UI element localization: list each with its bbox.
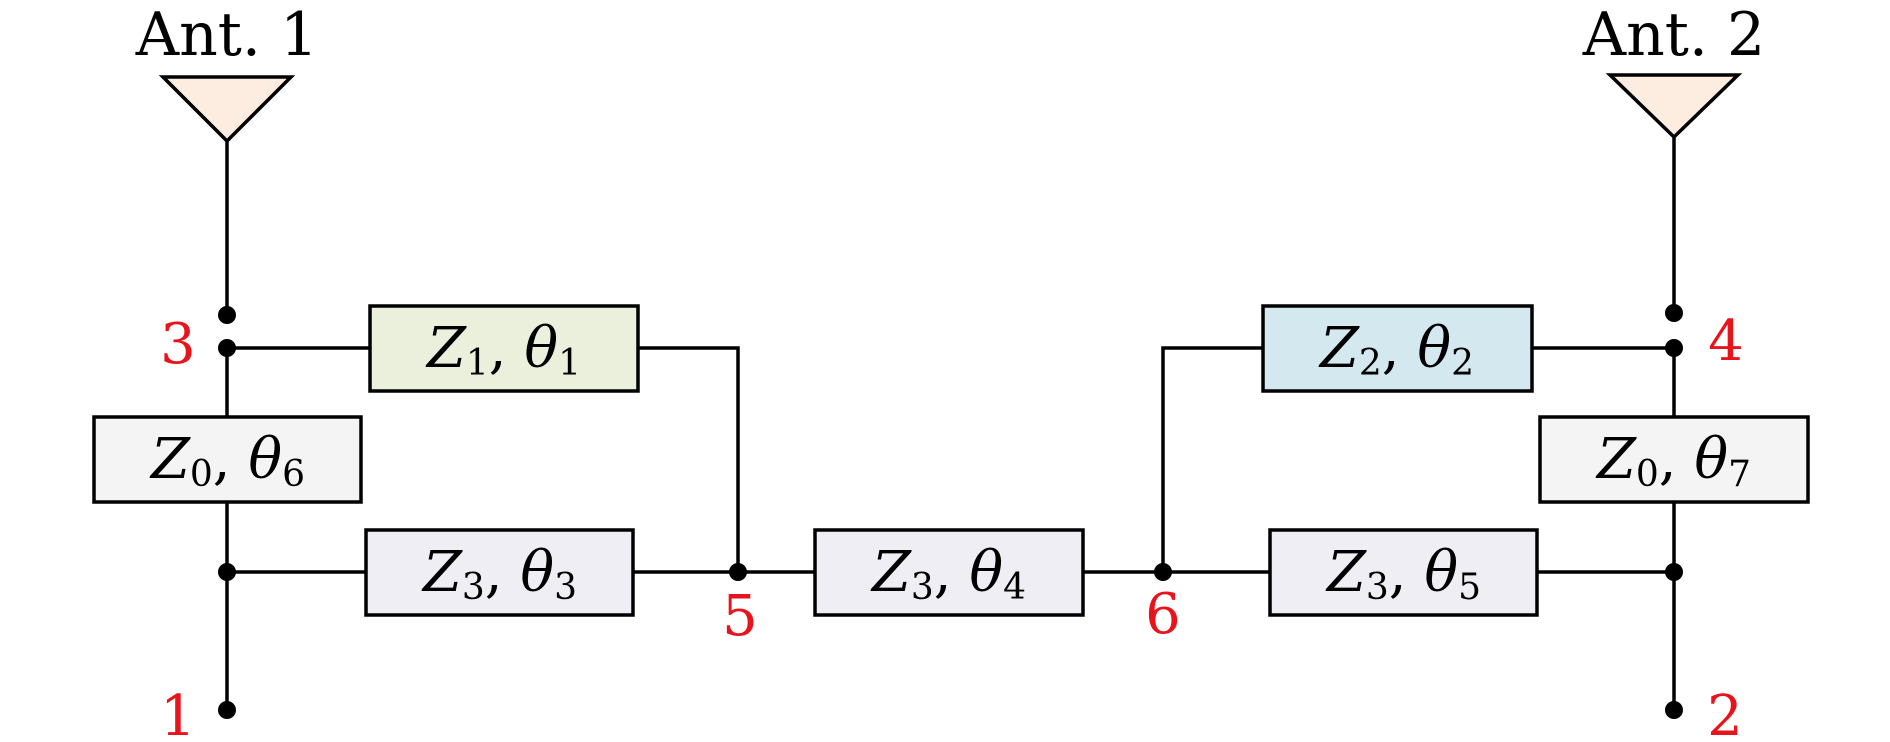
tline-z3-theta3-box [364, 528, 635, 617]
junction-nodes [218, 304, 1683, 719]
node-port-3 [218, 339, 236, 357]
tline-z0-theta7: Z0, θ7 [1538, 415, 1810, 504]
node-port-2 [1665, 701, 1683, 719]
tline-z3-theta4: Z3, θ4 [813, 528, 1085, 617]
antenna-2: Ant. 2 [1582, 0, 1765, 140]
tline-z3-theta5: Z3, θ5 [1268, 528, 1539, 617]
port-label-3: 3 [160, 312, 196, 377]
tline-z0-theta6: Z0, θ6 [92, 415, 363, 504]
tline-z2-theta2: Z2, θ2 [1261, 304, 1534, 393]
antenna-2-label: Ant. 2 [1582, 0, 1765, 70]
tline-z0-theta7-box [1538, 415, 1810, 504]
node-port-1 [218, 701, 236, 719]
tline-z3-theta4-label: Z3, θ4 [870, 540, 1026, 608]
tline-z2-theta2-box [1261, 304, 1534, 393]
wiring [225, 137, 1676, 710]
tline-z3-theta5-label: Z3, θ5 [1325, 540, 1481, 608]
tline-z1-theta1-label: Z1, θ1 [425, 316, 581, 384]
node-port-4 [1665, 339, 1683, 357]
antenna-1: Ant. 1 [135, 0, 318, 144]
tline-z0-theta6-label: Z0, θ6 [149, 427, 305, 495]
tline-z0-theta6-box [92, 415, 363, 504]
node-port-6 [1154, 563, 1172, 581]
tline-z2-theta2-label: Z2, θ2 [1318, 316, 1474, 384]
port-label-1: 1 [160, 684, 196, 742]
port-label-5: 5 [722, 584, 758, 649]
tline-z1-theta1-box [368, 304, 640, 393]
port-label-6: 6 [1145, 582, 1181, 647]
node-port-5 [729, 563, 747, 581]
port-label-2: 2 [1707, 684, 1743, 742]
antenna-2-icon [1605, 73, 1743, 140]
node-left-junction [218, 563, 236, 581]
tline-z1-theta1: Z1, θ1 [368, 304, 640, 393]
tline-z3-theta4-box [813, 528, 1085, 617]
tline-z3-theta5-box [1268, 528, 1539, 617]
port-label-4: 4 [1708, 309, 1744, 374]
antenna-1-icon [158, 75, 296, 144]
tline-z3-theta3: Z3, θ3 [364, 528, 635, 617]
node-port-3-top [218, 306, 236, 324]
tline-z3-theta3-label: Z3, θ3 [421, 540, 577, 608]
port-labels: 1 2 3 4 5 6 [160, 309, 1744, 742]
tline-z0-theta7-label: Z0, θ7 [1595, 427, 1751, 495]
antenna-1-label: Ant. 1 [135, 0, 318, 70]
node-port-4-top [1665, 304, 1683, 322]
node-right-junction [1665, 563, 1683, 581]
